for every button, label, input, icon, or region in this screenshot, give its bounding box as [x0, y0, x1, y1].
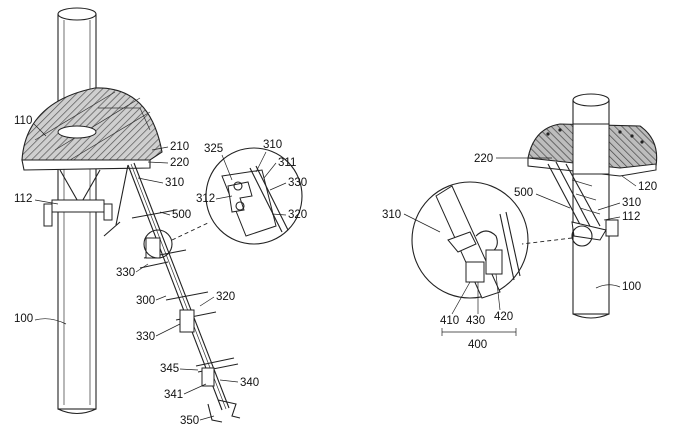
- label-330-detail: 330: [288, 177, 307, 189]
- right-figure: 220 120 500 310 112 310 100 410 430 420 …: [382, 93, 658, 351]
- label-420: 420: [494, 311, 513, 323]
- label-310-right: 310: [622, 197, 641, 209]
- left-figure: 110 112 100 210 220 310 500 325 310 311 …: [14, 7, 307, 427]
- label-500: 500: [172, 209, 191, 221]
- right-labels: 220 120 500 310 112 310 100 410 430 420 …: [382, 153, 657, 351]
- label-345: 345: [160, 363, 179, 375]
- label-340: 340: [240, 377, 259, 389]
- label-325: 325: [204, 143, 223, 155]
- label-100: 100: [14, 313, 33, 325]
- label-341: 341: [164, 389, 183, 401]
- label-310-upper: 310: [165, 177, 184, 189]
- label-500-right: 500: [514, 187, 533, 199]
- detail-circle-left: [143, 147, 303, 259]
- label-310-detail-right: 310: [382, 209, 401, 221]
- label-312: 312: [196, 193, 215, 205]
- label-410: 410: [440, 315, 459, 327]
- bracket-112: [43, 169, 113, 227]
- label-310-detail: 310: [263, 139, 282, 151]
- label-110: 110: [14, 115, 32, 127]
- label-400: 400: [468, 339, 487, 351]
- label-112-right: 112: [622, 211, 640, 223]
- label-112: 112: [14, 193, 32, 205]
- label-100-right: 100: [622, 281, 641, 293]
- label-350: 350: [180, 415, 199, 427]
- label-220-right: 220: [474, 153, 493, 165]
- label-320-detail: 320: [288, 209, 307, 221]
- platform-110: [21, 87, 163, 171]
- label-300: 300: [136, 295, 155, 307]
- platform-right: [527, 123, 658, 177]
- label-220: 220: [170, 157, 189, 169]
- ladder-300: [103, 162, 241, 423]
- label-330-mid: 330: [116, 267, 135, 279]
- detail-circle-right: [411, 181, 593, 299]
- label-311: 311: [278, 157, 296, 169]
- label-430: 430: [466, 315, 485, 327]
- label-330-lower: 330: [136, 331, 155, 343]
- label-320-mid: 320: [216, 291, 235, 303]
- label-120: 120: [638, 181, 657, 193]
- label-210: 210: [170, 141, 189, 153]
- left-labels: 110 112 100 210 220 310 500 325 310 311 …: [14, 115, 307, 427]
